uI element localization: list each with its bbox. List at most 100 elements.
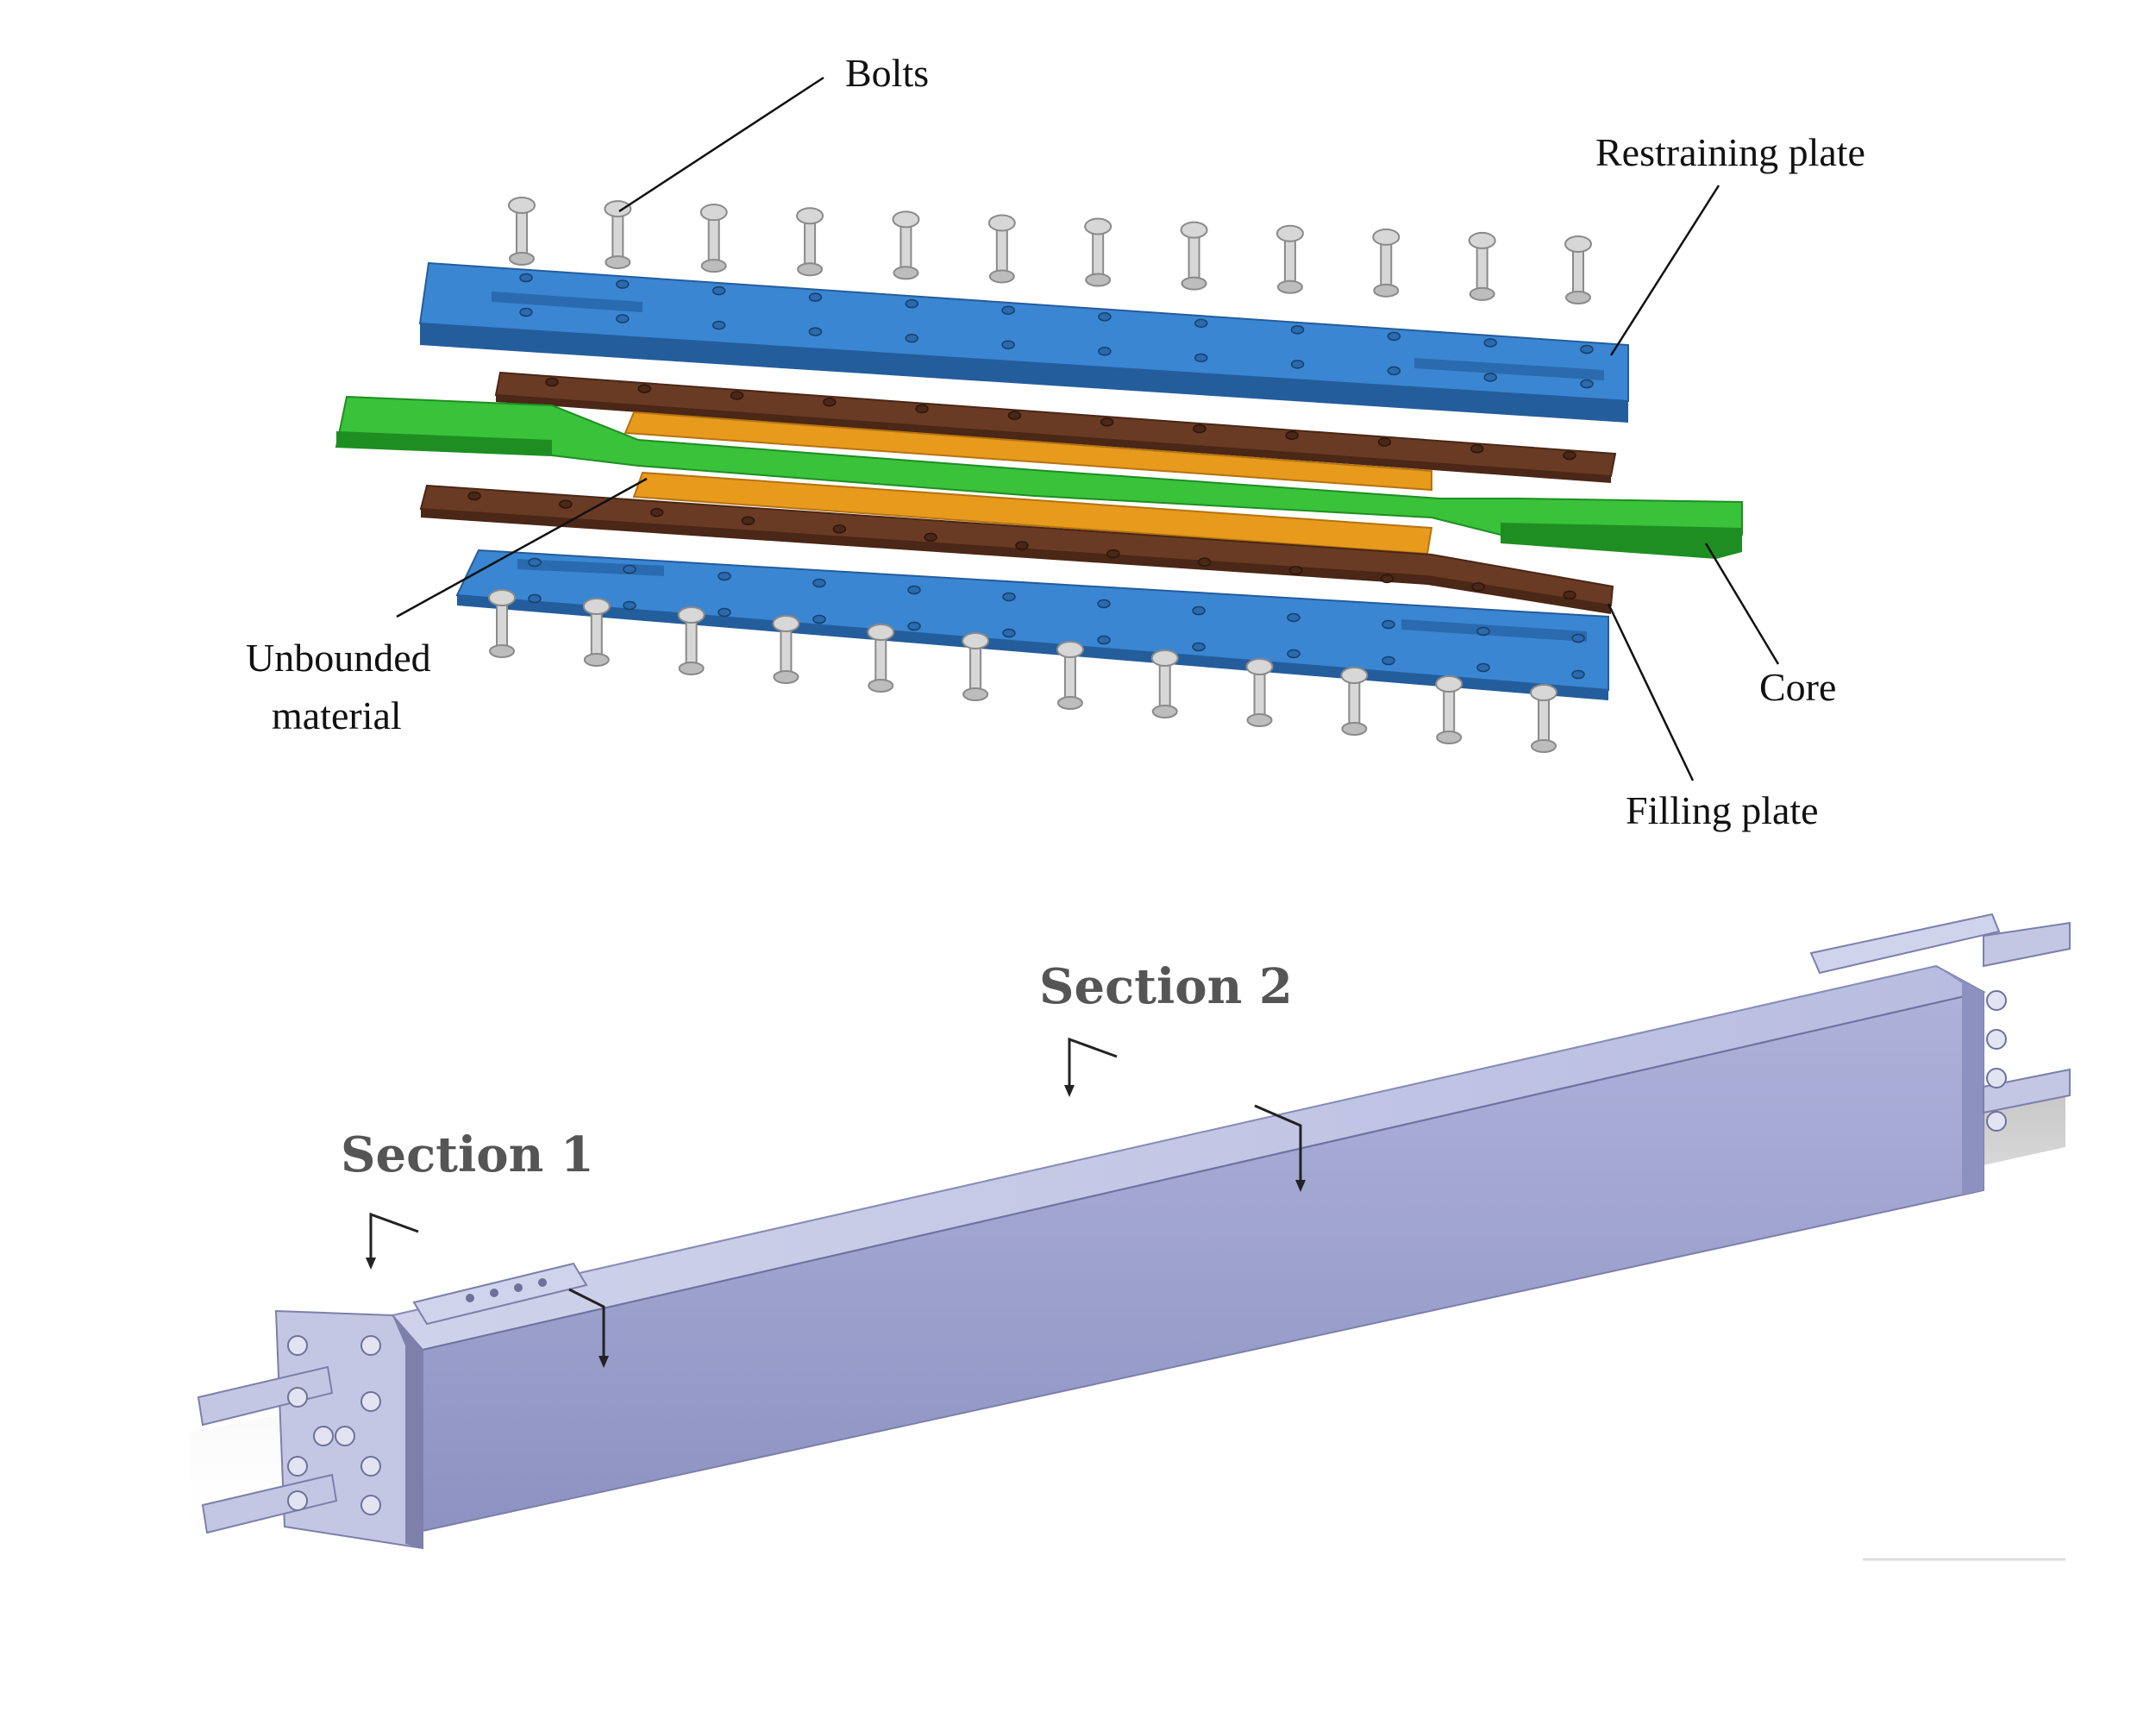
unbonded-material-top (624, 411, 1432, 492)
bolt-bottom-9-head (1245, 658, 1274, 675)
right-core-plate-upper (1983, 921, 2071, 968)
left-clamp-hole (514, 1283, 523, 1292)
restraining-plate-bottom-hole (718, 607, 731, 618)
restraining-plate-bottom-hole (528, 593, 542, 604)
core-edge-left (336, 431, 552, 455)
label-filling-plate: Filling plate (1626, 788, 1819, 832)
restraining-plate-bottom-hole (1476, 626, 1490, 637)
bolt-bottom-3 (677, 606, 705, 675)
bolt-top-5 (892, 210, 920, 280)
bolt-top-9-nut (1276, 279, 1303, 294)
restraining-plate-bottom-hole (1476, 662, 1490, 673)
assembled-view: Section 2 Section 1 (190, 913, 2071, 1561)
bolt-top-9-head (1275, 224, 1304, 242)
left-core-plate-upper (197, 1365, 334, 1427)
leader-bolts (618, 76, 824, 213)
left-clamp-holes (466, 1278, 547, 1302)
restraining-plate-top-hole (1290, 360, 1305, 369)
restraining-plate-top-hole (1001, 340, 1015, 349)
bolt-bottom-6-nut (962, 687, 989, 701)
bolt-top-10-head (1372, 228, 1401, 246)
filling-plate-top-hole (1007, 411, 1022, 420)
section-2-cut-arrow (1295, 1180, 1306, 1192)
filling-plate-bottom-hole (467, 491, 481, 501)
restraining-plate-bottom-hole (1192, 642, 1206, 652)
bolt-top-2-head (604, 200, 632, 218)
bolt-bottom-4 (772, 615, 800, 684)
restraining-plate-top-slot-left (492, 292, 642, 312)
restraining-plate-bottom-hole (718, 571, 731, 581)
left-end-bolt-8 (335, 1426, 355, 1446)
filling-plate-bottom-hole (559, 499, 573, 509)
restraining-plate-bottom-hole (1571, 669, 1585, 680)
brace-left-end (197, 1262, 588, 1550)
restraining-plate-top-hole (616, 314, 630, 323)
bolt-bottom-7-nut (1056, 696, 1083, 710)
restraining-plate-bottom-hole (907, 585, 921, 595)
restraining-plate-bottom-hole (1097, 635, 1111, 645)
restraining-plate-top-hole (905, 333, 919, 343)
restraining-plate-bottom-hole (1287, 649, 1300, 659)
bolt-bottom-8-nut (1151, 705, 1178, 718)
bolt-top-8-head (1180, 221, 1208, 239)
left-clamp-hole (490, 1289, 498, 1297)
left-clamp-hole (466, 1294, 474, 1302)
leader-core (1704, 543, 1780, 665)
restraining-plate-top-hole (1194, 318, 1208, 329)
restraining-plate-bottom-hole (528, 557, 542, 568)
restraining-plate-bottom-hole (907, 621, 921, 631)
restraining-plate-top-hole (1483, 373, 1497, 382)
restraining-plate-top-hole (905, 298, 919, 309)
bolts-top-row (508, 197, 1592, 304)
restraining-plate-top-hole (711, 320, 726, 330)
bolt-top-7 (1084, 217, 1112, 287)
bolt-top-9 (1275, 224, 1304, 294)
leader-restraining-plate (1609, 185, 1720, 356)
bolt-bottom-5 (867, 624, 895, 693)
restraining-plate-bottom-hole (623, 564, 636, 574)
bolt-top-8 (1180, 221, 1208, 291)
left-core-plate-lower (201, 1473, 338, 1534)
left-end-bolt-9 (287, 1490, 308, 1511)
restraining-plate-bottom-holes (528, 557, 1585, 680)
restraining-plate-bottom (455, 549, 1609, 700)
restraining-plate-top-hole (519, 307, 533, 317)
restraining-plate-top-hole (1001, 305, 1015, 315)
restraining-plate-bottom-hole (623, 600, 636, 611)
leader-unbounded-material (396, 477, 648, 618)
filling-plate-top-hole (1377, 437, 1392, 447)
bolt-bottom-12 (1530, 684, 1557, 753)
label-section-1: Section 1 (341, 1126, 594, 1183)
bolt-bottom-2-nut (583, 653, 610, 667)
restraining-plate-top-holes (519, 273, 1594, 389)
bolt-bottom-10 (1340, 667, 1369, 736)
filling-plate-bottom-hole (1015, 541, 1029, 550)
bolt-bottom-3-nut (678, 662, 705, 675)
bolt-top-12-nut (1565, 291, 1591, 304)
restraining-plate-top-hole (1387, 331, 1401, 342)
bolt-bottom-5-nut (868, 679, 894, 693)
bolt-bottom-3-head (677, 606, 705, 624)
label-unbounded-line2: material (272, 693, 402, 737)
section-2-symbol (1068, 1037, 1118, 1091)
bolt-bottom-6 (962, 632, 990, 701)
left-end-bolt-6 (360, 1456, 381, 1477)
bolt-top-11 (1468, 231, 1496, 301)
brace-top-edge (392, 965, 1937, 1316)
filling-plate-top-hole (545, 377, 559, 387)
bolt-bottom-12-nut (1531, 739, 1557, 753)
filling-plate-bottom (419, 484, 1614, 614)
right-end-bolt-1 (1986, 990, 2007, 1011)
bolt-top-6 (987, 214, 1016, 284)
brace-ridge (422, 991, 1984, 1351)
filling-plate-bottom-hole (1288, 566, 1303, 575)
bolt-top-11-head (1468, 231, 1496, 249)
right-end-bolts (1986, 990, 2007, 1132)
bolt-top-2-nut (605, 255, 631, 270)
bolt-bottom-11-head (1435, 675, 1463, 693)
label-core: Core (1759, 665, 1836, 709)
label-bolts: Bolts (845, 51, 929, 95)
restraining-plate-top-hole (1387, 366, 1401, 376)
bolt-bottom-7 (1056, 641, 1084, 710)
left-end-bolt-10 (360, 1495, 381, 1515)
